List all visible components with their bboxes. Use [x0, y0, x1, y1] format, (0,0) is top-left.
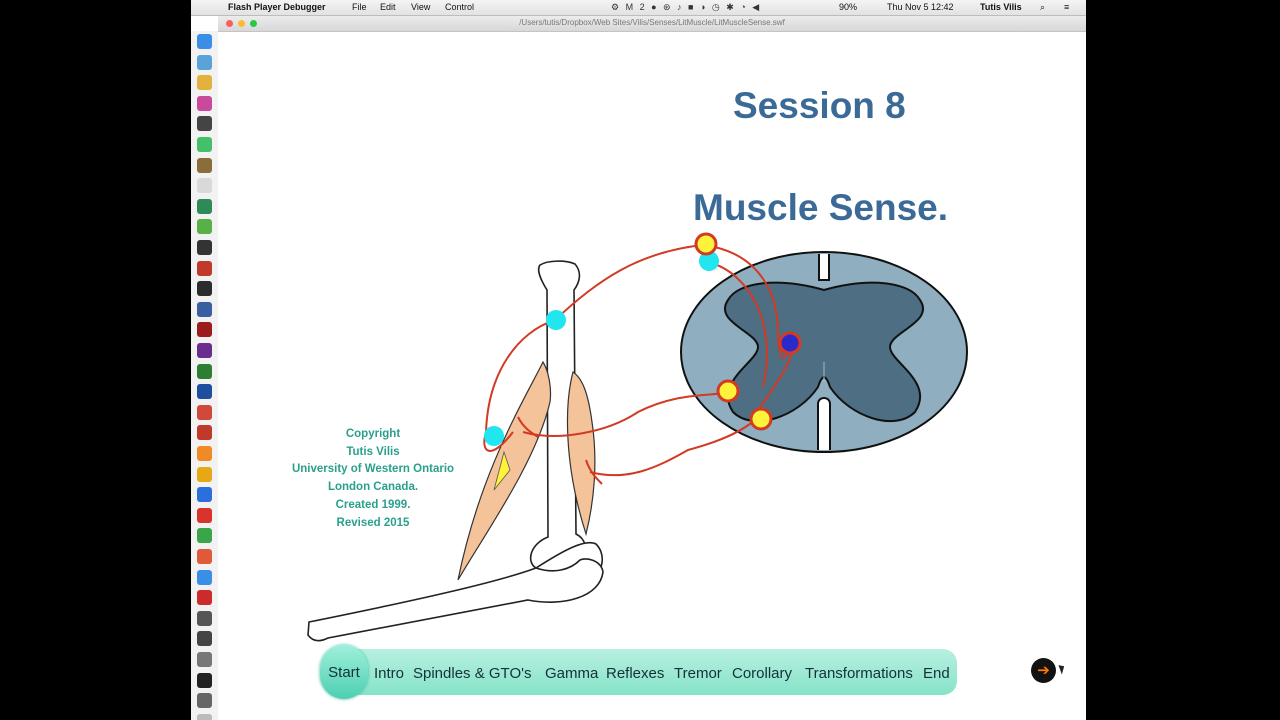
dock: [191, 31, 219, 720]
copyright-created: Created 1999.: [335, 498, 411, 511]
copyright-block: Copyright Tutis Vilis University of West…: [268, 426, 478, 532]
nerve-markers: [484, 251, 719, 446]
copyright-line: Copyright: [345, 428, 401, 440]
dock-app-icon[interactable]: [197, 528, 212, 544]
dock-app-icon[interactable]: [197, 198, 212, 214]
nav-corollary-button[interactable]: Corollary: [732, 665, 793, 682]
dock-app-icon[interactable]: [197, 34, 212, 49]
nav-start-label: Start: [328, 663, 360, 681]
window-title-path: /Users/tutis/Dropbox/Web Sites/Vilis/Sen…: [519, 18, 785, 27]
window-title-bar: /Users/tutis/Dropbox/Web Sites/Vilis/Sen…: [218, 16, 1086, 32]
menu-control[interactable]: Control: [445, 2, 475, 12]
spinal-cord-section: [680, 251, 968, 453]
dock-app-icon[interactable]: [197, 507, 212, 523]
dock-app-icon[interactable]: [197, 301, 212, 317]
close-window-button[interactable]: [226, 20, 233, 27]
muscles: [457, 360, 596, 581]
dock-app-icon[interactable]: [197, 466, 212, 482]
nav-start-button[interactable]: Start: [320, 645, 368, 699]
nav-gamma-button[interactable]: Gamma: [545, 665, 599, 682]
menu-file[interactable]: File: [352, 2, 367, 12]
dock-app-icon[interactable]: [197, 322, 212, 338]
dock-app-icon[interactable]: [197, 693, 212, 709]
dock-app-icon[interactable]: [197, 425, 212, 441]
spotlight-search-icon[interactable]: ⌕: [1040, 2, 1046, 12]
muscle-sense-diagram: [307, 232, 968, 642]
dock-app-icon[interactable]: [197, 652, 212, 667]
dock-app-icon[interactable]: [197, 116, 212, 132]
dock-app-icon[interactable]: [197, 487, 212, 503]
arm-bones: [307, 260, 604, 642]
nav-tremor-button[interactable]: Tremor: [674, 665, 722, 682]
app-menu[interactable]: Flash Player Debugger: [228, 2, 326, 12]
nav-reflexes-button[interactable]: Reflexes: [606, 665, 665, 682]
nav-intro-button[interactable]: Intro: [374, 665, 405, 682]
menu-edit[interactable]: Edit: [380, 2, 396, 12]
dock-app-icon[interactable]: [197, 137, 212, 152]
dock-app-icon[interactable]: [197, 95, 212, 111]
section-navigation-bar: Start Intro Spindles & GTO's Gamma Refle…: [320, 645, 957, 699]
copyright-university: University of Western Ontario: [291, 463, 455, 476]
screen: Flash Player Debugger File Edit View Con…: [191, 0, 1086, 720]
next-page-button[interactable]: ➔: [1031, 658, 1056, 683]
user-menu[interactable]: Tutis Vilis: [980, 2, 1022, 12]
nav-transformations-button[interactable]: Transformations: [805, 665, 913, 682]
dock-app-icon[interactable]: [197, 672, 212, 688]
zoom-window-button[interactable]: [250, 20, 257, 27]
nav-spindles-button[interactable]: Spindles & GTO's: [413, 665, 532, 682]
minimize-window-button[interactable]: [238, 20, 245, 27]
session-title: Session 8: [733, 85, 906, 126]
dock-app-icon[interactable]: [197, 54, 212, 70]
arrow-right-icon: ➔: [1037, 662, 1050, 679]
menu-view[interactable]: View: [411, 2, 431, 12]
dock-app-icon[interactable]: [197, 549, 212, 564]
dock-app-icon[interactable]: [197, 178, 212, 194]
dock-app-icon[interactable]: [197, 219, 212, 235]
neurons: [694, 232, 802, 431]
dock-app-icon[interactable]: [197, 75, 212, 91]
dock-app-icon[interactable]: [197, 631, 212, 647]
dock-app-icon[interactable]: [197, 343, 212, 358]
dock-app-icon[interactable]: [197, 590, 212, 606]
dock-app-icon[interactable]: [197, 157, 212, 173]
status-bar-icons[interactable]: ⚙ M 2 ● ⊛ ♪ ■ ◑ ◷ ✱ ◔ ◀: [611, 2, 762, 12]
dock-app-icon[interactable]: [197, 260, 212, 276]
battery-indicator[interactable]: 90%: [839, 2, 858, 12]
dock-app-icon[interactable]: [197, 384, 212, 400]
menubar-clock[interactable]: Thu Nov 5 12:42: [887, 2, 954, 12]
dock-app-icon[interactable]: [197, 713, 212, 720]
dock-app-icon[interactable]: [197, 404, 212, 420]
dock-app-icon[interactable]: [197, 610, 212, 626]
dock-app-icon[interactable]: [197, 363, 212, 379]
notification-center-icon[interactable]: ≡: [1064, 2, 1070, 12]
dock-app-icon[interactable]: [197, 446, 212, 461]
nav-end-button[interactable]: End: [923, 665, 950, 682]
menu-bar: Flash Player Debugger File Edit View Con…: [191, 0, 1086, 16]
copyright-location: London Canada.: [327, 481, 419, 494]
flash-stage: Session 8 Muscle Sense. Copyright Tutis …: [218, 32, 1086, 720]
dock-app-icon[interactable]: [197, 569, 212, 585]
copyright-revised: Revised 2015: [336, 516, 410, 529]
dock-app-icon[interactable]: [197, 240, 212, 255]
topic-title: Muscle Sense.: [693, 187, 949, 228]
dock-app-icon[interactable]: [197, 281, 212, 297]
copyright-author: Tutis Vilis: [346, 445, 400, 458]
